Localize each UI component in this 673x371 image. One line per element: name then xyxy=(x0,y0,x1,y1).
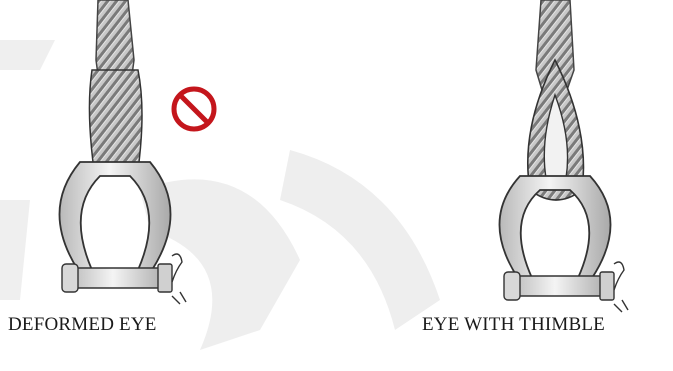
thimble-eye-illustration xyxy=(499,0,628,312)
deformed-eye-caption: DEFORMED EYE xyxy=(8,314,157,336)
deformed-eye-illustration xyxy=(59,0,186,304)
prohibited-icon xyxy=(174,89,214,129)
eye-with-thimble-caption: EYE WITH THIMBLE xyxy=(422,314,605,336)
